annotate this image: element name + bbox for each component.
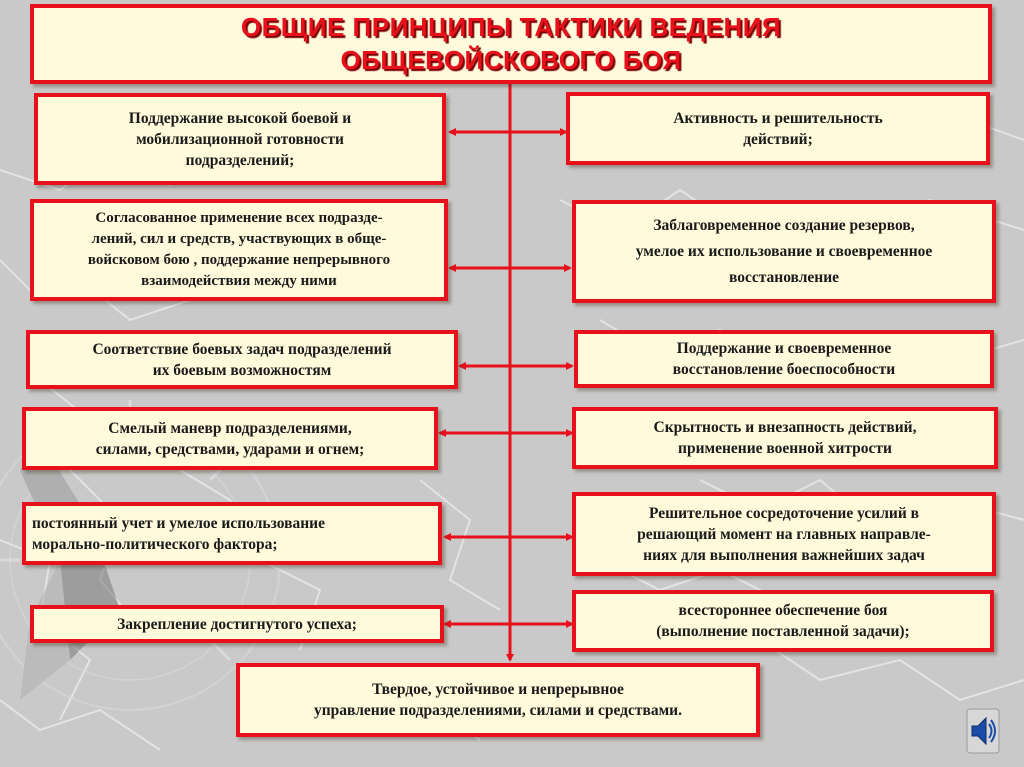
title-box: ОБЩИЕ ПРИНЦИПЫ ТАКТИКИ ВЕДЕНИЯ ОБЩЕВОЙСК…	[30, 4, 992, 84]
right-principle-1: Активность и решительность действий;	[566, 92, 990, 165]
right-principle-2: Заблаговременное создание резервов, умел…	[572, 200, 996, 303]
bottom-principle: Твердое, устойчивое и непрерывное управл…	[236, 663, 760, 737]
title-line-1: ОБЩИЕ ПРИНЦИПЫ ТАКТИКИ ВЕДЕНИЯ	[240, 12, 782, 42]
right-principle-5: Решительное сосредоточение усилий в реша…	[572, 492, 996, 576]
left-principle-2: Согласованное применение всех подразде- …	[30, 199, 448, 301]
right-principle-4: Скрытность и внезапность действий, приме…	[572, 407, 998, 469]
left-principle-6: Закрепление достигнутого успеха;	[30, 605, 444, 643]
right-principle-3: Поддержание и своевременное восстановлен…	[574, 330, 994, 388]
title-line-2: ОБЩЕВОЙСКОВОГО БОЯ	[340, 45, 682, 75]
speaker-icon[interactable]	[966, 708, 1000, 754]
left-principle-3: Соответствие боевых задач подразделений …	[26, 330, 458, 389]
left-principle-5: постоянный учет и умелое использование м…	[22, 502, 442, 565]
left-principle-1: Поддержание высокой боевой и мобилизацио…	[34, 93, 446, 185]
left-principle-4: Смелый маневр подразделениями, силами, с…	[22, 407, 438, 470]
right-principle-6: всестороннее обеспечение боя (выполнение…	[572, 590, 994, 652]
